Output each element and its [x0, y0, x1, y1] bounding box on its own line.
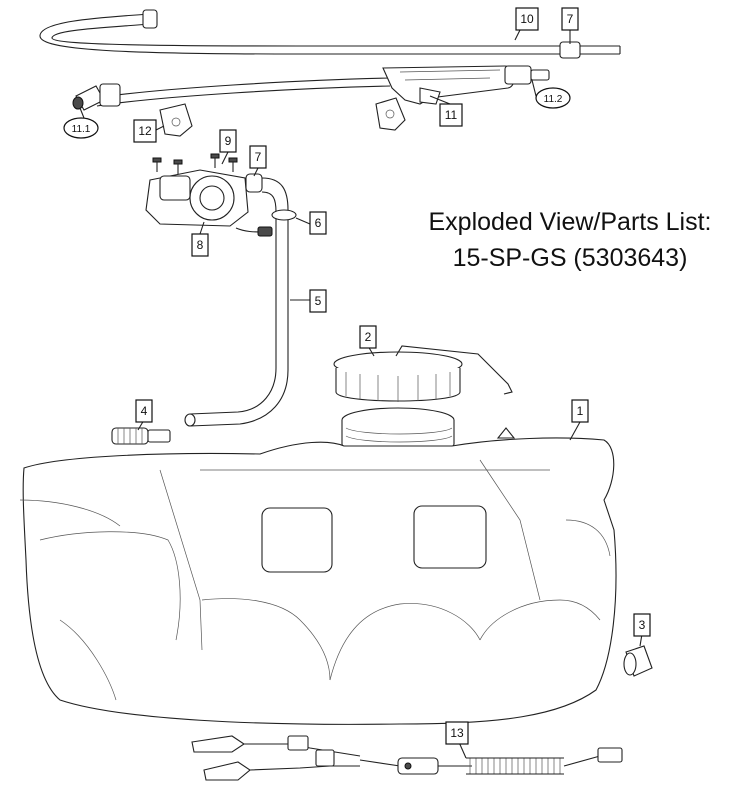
callout-11-2: 11.2 [535, 87, 571, 109]
cap-icon [623, 645, 653, 677]
holder-icon [375, 97, 406, 131]
svg-text:7: 7 [255, 150, 262, 164]
model-number: 15-SP-GS (5303643) [452, 244, 688, 272]
callout-7-pump: 7 [249, 145, 267, 169]
callout-1: 1 [571, 399, 589, 423]
svg-text:10: 10 [520, 12, 534, 26]
callout-5: 5 [309, 289, 327, 313]
strainer-icon [111, 427, 171, 445]
callout-4: 4 [135, 399, 153, 423]
hose-icon [184, 177, 289, 427]
callout-8: 8 [191, 233, 209, 257]
callout-11-1: 11.1 [63, 117, 99, 139]
svg-text:11: 11 [445, 108, 458, 122]
svg-text:2: 2 [365, 330, 372, 344]
callout-13: 13 [445, 721, 469, 745]
svg-text:12: 12 [138, 124, 152, 138]
spray-gun-icon [94, 65, 550, 107]
svg-text:8: 8 [197, 238, 204, 252]
svg-text:9: 9 [225, 134, 232, 148]
lid-icon [333, 345, 513, 402]
callout-11: 11 [439, 103, 463, 127]
svg-text:1: 1 [577, 404, 584, 418]
svg-text:7: 7 [567, 12, 574, 26]
wiring-harness-icon [191, 735, 623, 781]
callout-10: 10 [515, 7, 539, 31]
pump-icon [145, 169, 273, 237]
svg-text:6: 6 [315, 216, 322, 230]
callout-7-top: 7 [561, 7, 579, 31]
callout-9: 9 [219, 129, 237, 153]
svg-text:13: 13 [450, 726, 464, 740]
callout-6: 6 [309, 211, 327, 235]
clamp-icon [271, 209, 297, 221]
svg-text:11.1: 11.1 [72, 124, 91, 135]
clamp-icon [245, 173, 263, 193]
nozzle-icon [72, 83, 121, 111]
svg-text:5: 5 [315, 294, 322, 308]
screw-icon [152, 153, 238, 174]
parts-list-title: Exploded View/Parts List: [428, 208, 712, 236]
callout-12: 12 [133, 119, 157, 143]
callout-3: 3 [633, 613, 651, 637]
svg-text:3: 3 [639, 618, 646, 632]
svg-text:11.2: 11.2 [544, 94, 563, 105]
tank-icon [19, 407, 617, 725]
callout-2: 2 [359, 325, 377, 349]
holder-icon [159, 103, 193, 137]
svg-text:4: 4 [141, 404, 148, 418]
